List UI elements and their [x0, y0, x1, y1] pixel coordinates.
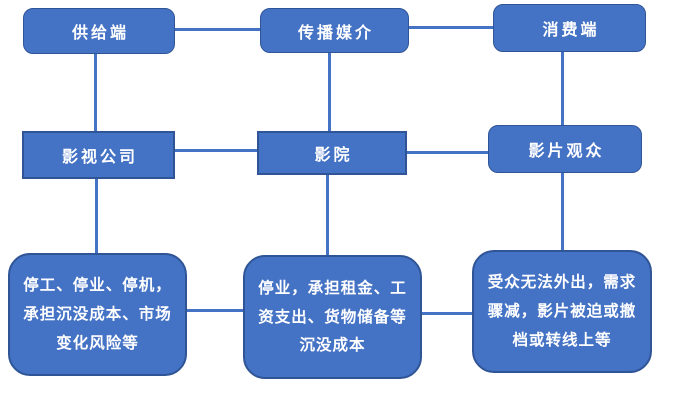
connector-cinema-audience	[407, 151, 488, 154]
node-film-company-impact: 停工、停业、停机，承担沉没成本、市场变化风险等	[8, 253, 187, 376]
node-film-audience: 影片观众	[488, 125, 642, 173]
node-film-company: 影视公司	[22, 131, 175, 179]
connector-consumer-audience	[561, 51, 564, 126]
connector-film-company-impact	[95, 178, 98, 254]
connector-supply-film-company	[94, 53, 97, 132]
connector-cinema-impact-audience-impact	[421, 312, 473, 315]
node-supply-side: 供给端	[23, 8, 175, 54]
node-consumer-side: 消费端	[493, 4, 646, 52]
connector-film-company-cinema	[175, 149, 258, 152]
connector-cinema-impact	[326, 175, 329, 256]
connector-audience-impact	[561, 172, 564, 251]
node-cinema: 影院	[257, 131, 407, 175]
node-cinema-impact: 停业，承担租金、工资支出、货物储备等沉没成本	[243, 255, 422, 379]
connector-supply-media	[175, 28, 260, 31]
connector-media-cinema	[328, 52, 331, 132]
node-audience-impact: 受众无法外出，需求骤减，影片被迫或撤档或转线上等	[472, 250, 652, 373]
connector-media-consumer	[409, 26, 493, 29]
node-media: 传播媒介	[260, 8, 409, 53]
connector-company-impact-cinema-impact	[186, 309, 244, 312]
